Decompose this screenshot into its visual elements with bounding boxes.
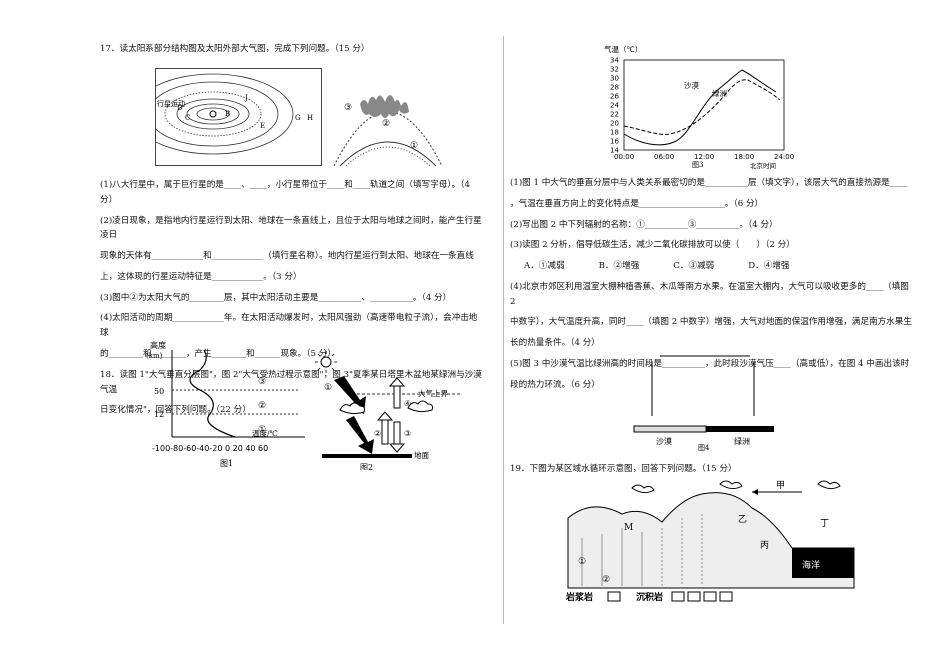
- fig4-desert-label: 沙漠: [656, 436, 672, 446]
- q18-part1a: (1)图 1 中大气的垂直分层中与人类关系最密切的是__________层（填文…: [510, 178, 907, 188]
- fig3-ytick: 30: [610, 75, 619, 83]
- fig3-ytick: 28: [610, 84, 619, 92]
- option-d: D．④增强: [748, 261, 790, 272]
- fig2-mark-4: ④: [404, 399, 411, 408]
- legend-igneous: 岩浆岩: [565, 591, 593, 602]
- fig3-xlabel: 北京时间: [750, 161, 776, 169]
- fig1-xlabel: 温度/℃: [252, 428, 278, 438]
- label-m: M: [624, 523, 633, 533]
- column-divider: [503, 36, 504, 624]
- option-b: B．②增强: [598, 261, 640, 272]
- q18-title-a: 18．读图 1"大气垂直分层图"，图 2"大气受热过程示意图"，图 3"夏季某日…: [100, 369, 482, 395]
- orbit-label: 行星运动: [157, 99, 185, 108]
- q17-part2b: 现象的天体有____________和____________（填行星名称）。地…: [100, 251, 474, 262]
- q17-part1: (1)八大行星中，属于巨行星的是____、____，小行星带位于____和___…: [100, 180, 470, 205]
- planet-j: J: [244, 94, 248, 102]
- fig3-oasis-label: 绿洲: [712, 89, 727, 98]
- fig1-layer-3: ③: [258, 377, 266, 387]
- q17-part3: (3)图中②为太阳大气的________层，其中太阳活动主要是_________…: [100, 292, 452, 303]
- q18-part1b: ，气温在垂直方向上的变化特点是____________________。（6 分…: [510, 198, 764, 209]
- layer-1-label: ①: [410, 141, 418, 151]
- q17-part4a: (4)太阳活动的周期____________年。在太阳活动爆发时，太阳风强劲（高…: [100, 313, 478, 339]
- fig2-mark-2: ②: [374, 429, 381, 438]
- planet-c: C: [185, 114, 190, 122]
- legend-sedimentary: 沉积岩: [636, 591, 663, 602]
- planet-h: H: [307, 114, 313, 122]
- q18-options: A．①减弱 B．②增强 C．③减弱 D．④增强: [510, 259, 915, 274]
- fig3-xtick: 24:00: [774, 153, 794, 161]
- planet-g: G: [295, 114, 301, 122]
- fig3-caption: 图3: [692, 161, 703, 169]
- fig3-xtick: 12:00: [694, 153, 714, 161]
- figure-1-atmosphere-layers: 高度 (km) 50 12 ③ ② ① 温度/℃ -100-80-60-40-2…: [146, 340, 305, 468]
- fig1-layer-1: ①: [258, 425, 266, 435]
- label-bing: 丙: [760, 540, 769, 551]
- fig2-mark-1: ①: [324, 383, 332, 393]
- fig4-caption: 图4: [698, 444, 710, 452]
- q18-part4a: (4)北京市郊区利用温室大棚种植香蕉、木瓜等南方水果。在温室大棚内，大气可以吸收…: [510, 281, 909, 307]
- fig3-ytick: 20: [610, 120, 619, 128]
- q18-part3: (3)读图 2 分析，倡导低碳生活，减少二氧化碳排放可以使（ ）（2 分）: [510, 240, 795, 251]
- fig2-caption: 图2: [360, 463, 373, 470]
- q18-title-b: 日变化情况"，回答下列问题。（22 分）: [100, 405, 251, 416]
- fig3-xtick: 18:00: [734, 153, 754, 161]
- fig3-xtick: 06:00: [654, 153, 674, 161]
- option-a: A．①减弱: [524, 261, 565, 272]
- fig3-ytick: 22: [610, 111, 619, 119]
- fig1-yunit: (km): [146, 352, 163, 360]
- layer-3-label: ③: [344, 103, 352, 113]
- q18-part5a: (5)图 3 中沙漠气温比绿洲高的时间段是__________，此时段沙漠气压_…: [510, 359, 910, 370]
- layer-2-label: ②: [382, 119, 390, 129]
- fig2-mark-3: ③: [404, 429, 411, 438]
- water-cycle-figure: 海洋 甲 乙 丙 丁 M ① ② 岩浆岩 沉积岩: [565, 480, 855, 602]
- sun-atmosphere-figure: ③ ② ①: [333, 95, 443, 166]
- planet-e: E: [260, 122, 265, 130]
- figure-2-heating-process: 大气上界 ① ② ③ ④ 地面 图2: [315, 351, 462, 470]
- fig3-ytick: 34: [610, 57, 619, 65]
- q19-title: 19．下图为某区域水循环示意图，回答下列问题。（15 分）: [510, 464, 737, 474]
- fig3-ytick: 26: [610, 93, 619, 101]
- fig3-ytick: 18: [610, 129, 619, 137]
- fig4-oasis-label: 绿洲: [734, 437, 750, 446]
- fig3-desert-label: 沙漠: [684, 80, 699, 90]
- planet-d: D: [177, 104, 183, 112]
- solar-system-figure: 行星运动 B D G H J E C: [155, 68, 322, 166]
- option-c: C．③减弱: [673, 261, 715, 272]
- fig3-ytick: 32: [610, 66, 619, 74]
- fig1-xticks: -100-80-60-40-20 0 20 40 60: [152, 444, 268, 453]
- fig3-xtick: 00:00: [614, 153, 634, 161]
- fig1-caption: 图1: [220, 459, 233, 468]
- fig3-ytick: 16: [610, 138, 619, 146]
- label-yi: 乙: [738, 514, 747, 525]
- fig3-ylabel: 气温（℃）: [604, 44, 642, 54]
- label-circle-1: ①: [578, 557, 586, 567]
- fig1-layer-2: ②: [258, 401, 266, 411]
- q18-part4c: 长的热量条件。（4 分）: [510, 338, 600, 349]
- ocean-label: 海洋: [802, 559, 820, 571]
- fig3-ytick: 24: [610, 102, 619, 110]
- fig1-ytick-50: 50: [154, 387, 164, 396]
- planet-b: B: [225, 110, 230, 118]
- q18-part4b: 中数字），大气温度升高，同时____（填图 2 中数字）增强，大气对地面的保温作…: [510, 317, 912, 328]
- q17-part2c: 上，这体现的行星运动特征是____________。（3 分）: [100, 271, 302, 282]
- q17-title: 17．读太阳系部分结构图及太阳外部大气图，完成下列问题。（15 分）: [100, 44, 370, 54]
- oasis-series-line: [623, 79, 781, 135]
- q17-part2a: (2)凌日现象，是指地内行星运行到太阳、地球在一条直线上，且位于太阳与地球之间时…: [100, 215, 482, 241]
- fig2-ground-label: 地面: [414, 450, 429, 460]
- fig2-top-label: 大气上界: [418, 388, 448, 398]
- fig3-ytick: 14: [610, 147, 619, 155]
- figure-4-thermal-circulation: 沙漠 绿洲 图4: [633, 355, 774, 452]
- label-ding: 丁: [820, 519, 829, 529]
- q17-part4b: 的________和________，产生________和______现象。（…: [100, 349, 336, 360]
- label-jia: 甲: [776, 480, 785, 491]
- q18-part5b: 段的热力环流。（6 分）: [510, 379, 600, 390]
- fig1-ylabel: 高度: [150, 340, 166, 350]
- label-circle-2: ②: [602, 575, 610, 585]
- fig1-ytick-12: 12: [154, 410, 164, 419]
- q18-part2: (2)写出图 2 中下列辐射的名称：①__________③__________…: [510, 219, 778, 230]
- desert-series-line: [623, 69, 777, 146]
